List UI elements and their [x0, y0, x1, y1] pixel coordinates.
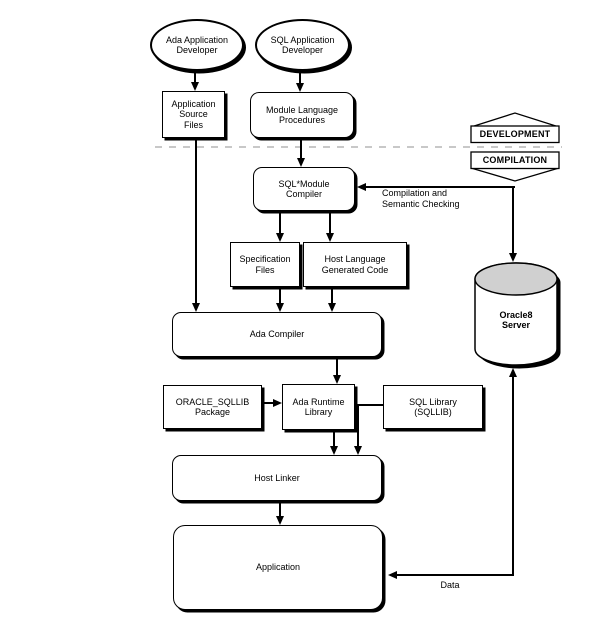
- edge-sqllib-to-linker-hseg: [357, 403, 384, 407]
- edge-ada-compiler-to-runtime-shaft: [335, 355, 339, 377]
- arrow-left-icon: [388, 570, 397, 579]
- node-ada-runtime-library: Ada Runtime Library: [282, 384, 355, 430]
- node-sql-application-developer: SQL Application Developer: [255, 19, 350, 71]
- compilation-badge-shape: [470, 151, 560, 182]
- edge-data-vseg: [511, 376, 515, 576]
- node-application-source-files: Application Source Files: [162, 91, 225, 138]
- edge-data-hseg: [397, 573, 514, 577]
- node-oracle8-server-label: Oracle8 Server: [499, 309, 533, 331]
- edge-ada-dev-to-source-shaft: [193, 67, 197, 84]
- arrow-down-icon: [332, 375, 341, 384]
- arrow-down-icon: [508, 253, 517, 262]
- arrow-down-icon: [191, 303, 200, 312]
- arrow-down-icon: [353, 446, 362, 455]
- arrow-down-icon: [275, 303, 284, 312]
- edge-checking-vseg: [511, 185, 515, 255]
- arrow-up-icon: [508, 368, 517, 377]
- node-host-language-generated-code: Host Language Generated Code: [303, 242, 407, 287]
- development-phase-badge: DEVELOPMENT: [479, 128, 551, 139]
- arrow-down-icon: [329, 446, 338, 455]
- edge-hostlang-to-ada-compiler-shaft: [330, 285, 334, 305]
- edge-source-to-ada-compiler-shaft: [194, 136, 198, 305]
- node-oracle-sqllib-package: ORACLE_SQLLIB Package: [163, 385, 262, 429]
- edge-sqllib-to-linker-vseg: [356, 404, 360, 448]
- arrow-down-icon: [296, 158, 305, 167]
- node-ada-application-developer: Ada Application Developer: [150, 19, 244, 71]
- arrow-right-icon: [273, 398, 282, 407]
- node-sql-library-sqllib: SQL Library (SQLLIB): [383, 385, 483, 429]
- data-label: Data: [440, 580, 460, 590]
- node-specification-files: Specification Files: [230, 242, 300, 287]
- phase-divider-dashed-line: [155, 146, 562, 148]
- edge-sqllibpkg-to-runtime-shaft: [261, 401, 275, 405]
- edge-runtime-to-linker-shaft: [332, 428, 336, 448]
- node-application: Application: [173, 525, 383, 610]
- edge-compiler-to-hostlang-shaft: [328, 208, 332, 235]
- node-module-language-procedures: Module Language Procedures: [250, 92, 354, 138]
- edge-compiler-to-spec-shaft: [278, 208, 282, 235]
- arrow-down-icon: [325, 233, 334, 242]
- arrow-down-icon: [327, 303, 336, 312]
- node-ada-compiler: Ada Compiler: [172, 312, 382, 357]
- arrow-down-icon: [190, 82, 199, 91]
- development-badge-shape: [470, 112, 560, 144]
- compilation-phase-badge: COMPILATION: [482, 154, 548, 165]
- arrow-down-icon: [275, 233, 284, 242]
- edge-checking-hseg: [366, 185, 515, 189]
- oracle8-server-cylinder: [474, 262, 561, 369]
- node-sql-module-compiler: SQL*Module Compiler: [253, 167, 355, 211]
- arrow-down-icon: [295, 83, 304, 92]
- node-host-linker: Host Linker: [172, 455, 382, 501]
- edge-module-to-compiler-shaft: [299, 136, 303, 160]
- edge-sql-dev-to-module-shaft: [298, 66, 302, 85]
- compilation-semantic-checking-label: Compilation and Semantic Checking: [382, 188, 460, 209]
- edge-spec-to-ada-compiler-shaft: [278, 285, 282, 305]
- edge-linker-to-application-shaft: [278, 500, 282, 518]
- arrow-down-icon: [275, 516, 284, 525]
- arrow-left-icon: [357, 182, 366, 191]
